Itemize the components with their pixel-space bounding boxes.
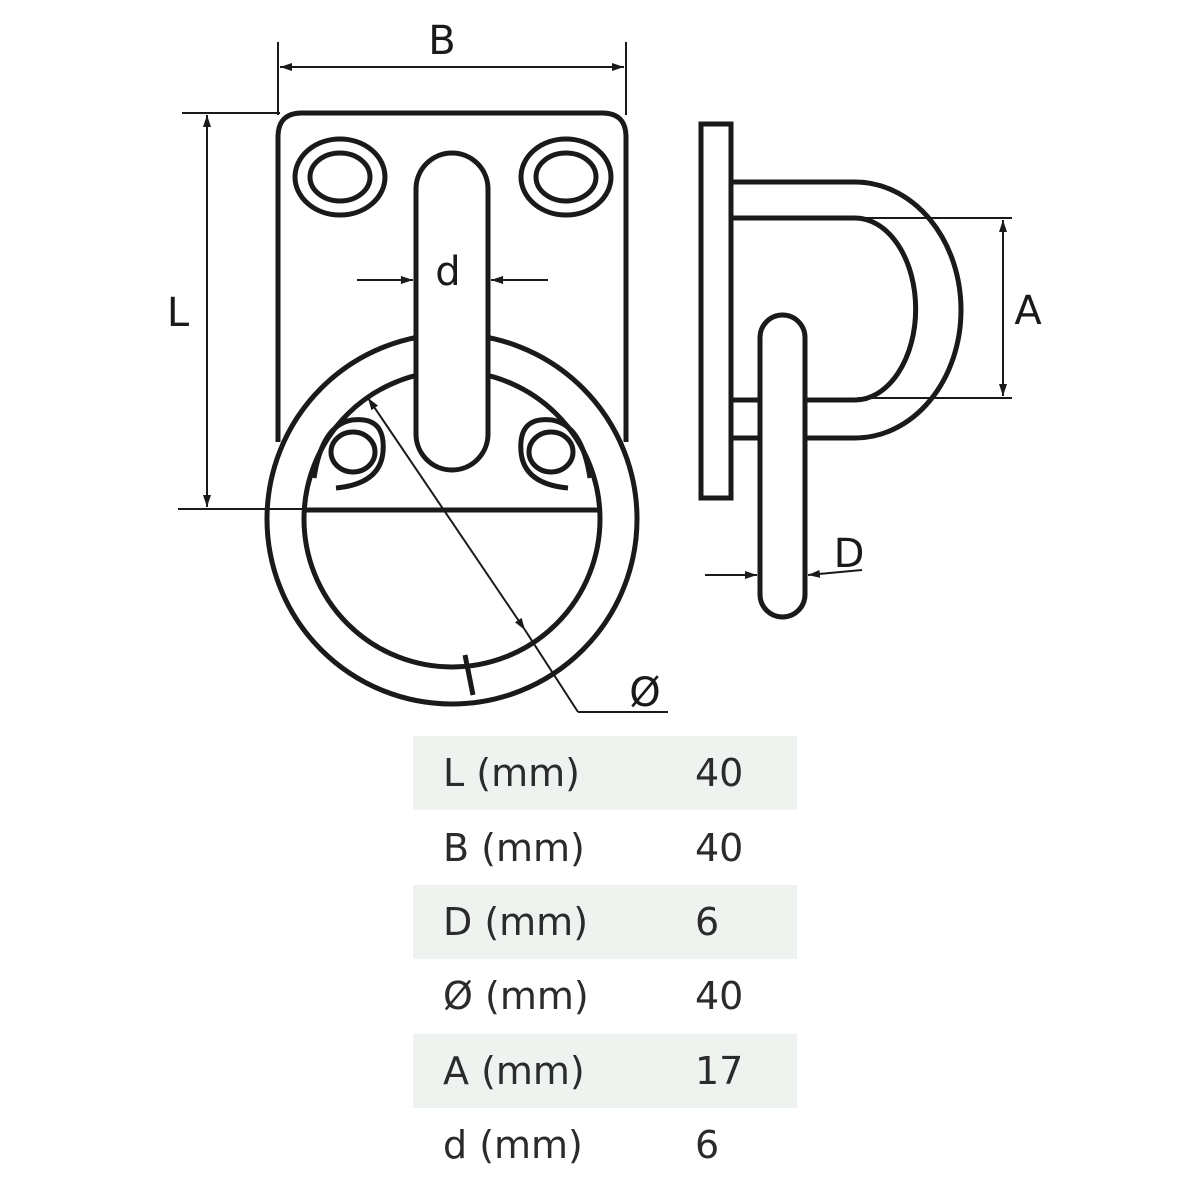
- label-a: A: [1014, 288, 1042, 334]
- spec-param: Ø (mm): [443, 974, 589, 1019]
- spec-value: 17: [695, 1033, 797, 1108]
- mounting-hole-top-left: [292, 136, 388, 218]
- spec-value: 6: [695, 1123, 720, 1168]
- spec-value: 40: [695, 974, 744, 1019]
- label-diameter: Ø: [629, 670, 660, 716]
- spec-value: 40: [695, 736, 797, 811]
- technical-drawing: B L d Ø A D: [167, 18, 1042, 716]
- dimension-diameter: [367, 397, 668, 713]
- eye-strap: [413, 150, 491, 473]
- dimension-a: [858, 217, 1012, 399]
- spec-table: L (mm) 40 B (mm) 40 D (mm) 6 Ø (mm) 40 A…: [413, 736, 797, 1182]
- label-d-large: D: [834, 531, 865, 577]
- spec-row: d (mm) 6: [413, 1108, 797, 1182]
- front-view: [264, 110, 640, 707]
- spec-row: A (mm) 17: [413, 1033, 797, 1108]
- side-plate: [698, 121, 734, 501]
- spec-row: L (mm) 40: [413, 736, 797, 811]
- label-b: B: [428, 18, 455, 64]
- dimension-b: [277, 42, 627, 115]
- spec-param: A (mm): [413, 1033, 695, 1108]
- dimension-l: [178, 112, 304, 510]
- dimension-d-large: [705, 569, 863, 579]
- label-d-small: d: [435, 249, 460, 295]
- side-strap: [731, 179, 964, 441]
- spec-row: Ø (mm) 40: [413, 959, 797, 1033]
- label-l: L: [167, 290, 190, 336]
- spec-row: B (mm) 40: [413, 810, 797, 884]
- spec-value: 40: [695, 825, 744, 870]
- spec-row: D (mm) 6: [413, 884, 797, 960]
- spec-param: L (mm): [413, 736, 695, 811]
- mounting-hole-bottom-left: [311, 417, 386, 491]
- mounting-hole-top-right: [518, 136, 614, 218]
- spec-param: D (mm): [413, 884, 695, 960]
- mounting-hole-bottom-right: [518, 417, 593, 491]
- spec-param: B (mm): [443, 825, 585, 870]
- spec-param: d (mm): [443, 1123, 583, 1168]
- side-ring: [757, 312, 808, 620]
- base-plate-outline: [275, 110, 629, 442]
- spec-value: 6: [695, 884, 797, 960]
- side-view: [698, 121, 964, 620]
